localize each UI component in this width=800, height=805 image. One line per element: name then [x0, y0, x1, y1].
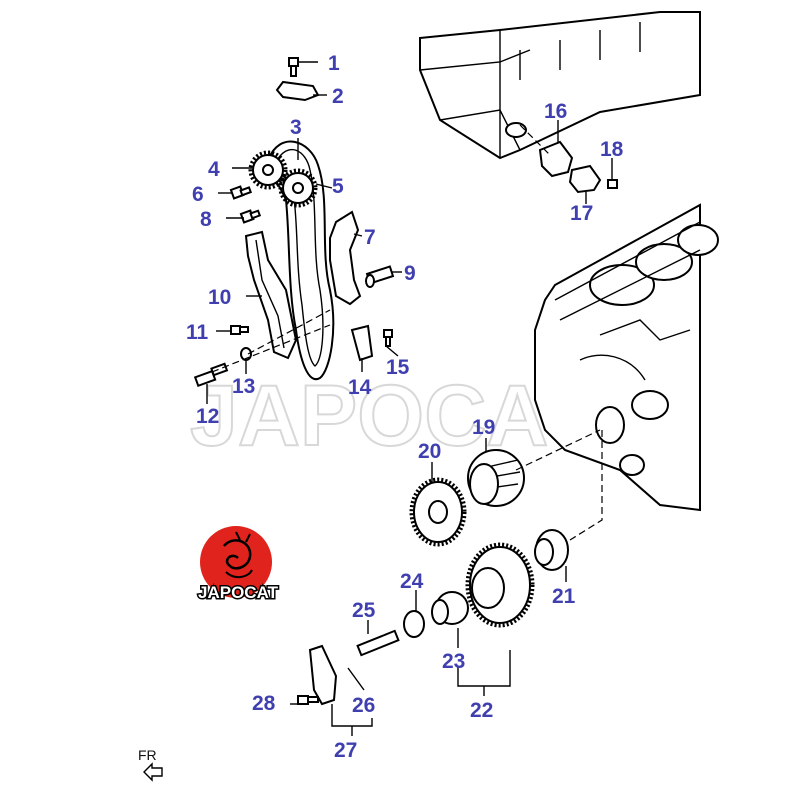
part-15-bolt — [383, 329, 393, 347]
part-number-28: 28 — [252, 692, 276, 715]
part-number-15: 15 — [386, 356, 410, 379]
part-number-23: 23 — [442, 650, 465, 673]
part-7-tensioner-arm — [329, 210, 362, 306]
part-number-17: 17 — [570, 202, 593, 225]
part-number-1: 1 — [328, 52, 340, 75]
part-number-7: 7 — [364, 226, 376, 249]
part-number-6: 6 — [192, 183, 204, 206]
part-1-bolt — [288, 57, 299, 77]
part-19-sprocket — [467, 449, 525, 507]
part-number-14: 14 — [348, 376, 372, 399]
part-3-sprocket — [278, 168, 318, 208]
part-5-timing-chain — [266, 140, 335, 381]
part-number-24: 24 — [400, 570, 424, 593]
part-28-bolt — [297, 695, 319, 705]
part-number-11: 11 — [186, 321, 209, 344]
part-20-gear — [409, 477, 467, 547]
part-number-5: 5 — [332, 175, 344, 198]
part-number-4: 4 — [208, 158, 220, 181]
part-number-21: 21 — [552, 585, 576, 608]
front-direction-marker: FR — [138, 747, 163, 782]
logo-text: JAPOCAT — [198, 583, 279, 602]
part-8-bolt — [239, 209, 262, 224]
part-number-27: 27 — [334, 739, 357, 762]
part-4-sprocket — [248, 150, 288, 190]
part-16-gasket — [538, 140, 574, 178]
part-17-sensor — [568, 164, 602, 194]
part-number-13: 13 — [232, 375, 255, 398]
fr-label: FR — [138, 747, 157, 763]
part-25-shaft — [356, 629, 400, 657]
engine-block — [534, 203, 719, 512]
part-number-8: 8 — [200, 208, 212, 231]
arrow-icon — [143, 762, 163, 782]
part-11-bolt — [230, 325, 249, 335]
part-10-chain-guide — [244, 230, 298, 360]
part-number-16: 16 — [544, 100, 567, 123]
part-number-9: 9 — [404, 262, 416, 285]
part-9-pin — [365, 265, 395, 288]
part-number-22: 22 — [470, 699, 493, 722]
part-23-bushing — [431, 591, 469, 625]
part-21-gear — [534, 529, 569, 571]
part-2-bracket — [275, 80, 320, 102]
part-number-26: 26 — [352, 694, 375, 717]
part-number-12: 12 — [196, 405, 219, 428]
part-number-20: 20 — [418, 440, 441, 463]
watermark: JAPOCAT — [190, 368, 595, 464]
part-number-2: 2 — [332, 85, 344, 108]
part-18-bolt — [607, 179, 618, 189]
part-number-25: 25 — [352, 599, 376, 622]
part-number-10: 10 — [208, 286, 231, 309]
part-22-gear-assembly — [465, 542, 535, 628]
japocat-logo: JAPOCAT — [197, 526, 280, 604]
part-24-plate — [403, 610, 425, 638]
part-14-bracket — [350, 324, 374, 362]
part-number-19: 19 — [472, 416, 495, 439]
leader-lines — [206, 61, 613, 736]
cylinder-head — [419, 11, 701, 160]
part-number-3: 3 — [290, 116, 302, 139]
part-6-bolt — [229, 185, 253, 200]
part-number-18: 18 — [600, 138, 624, 161]
part-27-bracket — [308, 644, 338, 706]
